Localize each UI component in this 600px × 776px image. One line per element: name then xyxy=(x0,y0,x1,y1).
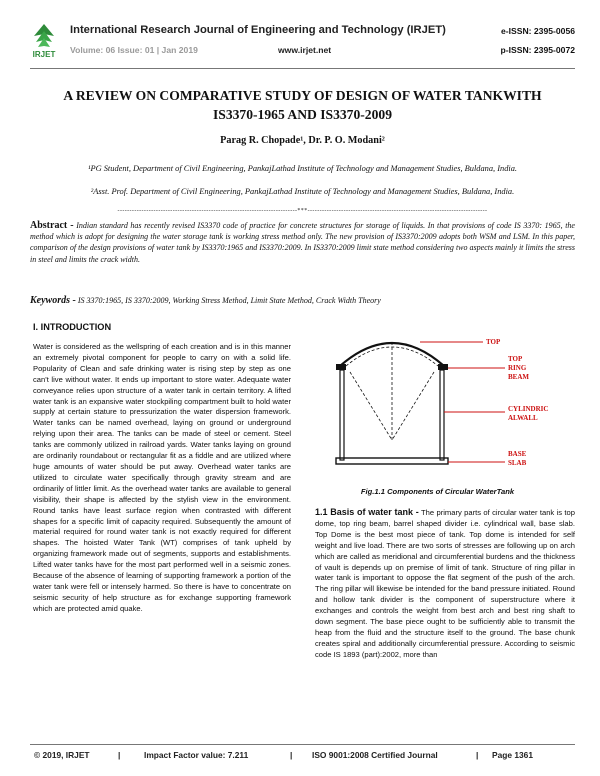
footer-iso: ISO 9001:2008 Certified Journal xyxy=(312,750,438,760)
label-slab-2: SLAB xyxy=(508,459,527,467)
footer-page-number: Page 1361 xyxy=(492,750,533,760)
ring-beam-left xyxy=(336,364,346,370)
footer-sep-3: | xyxy=(476,750,479,760)
label-slab-1: BASE xyxy=(508,450,527,458)
keywords-text: IS 3370:1965, IS 3370:2009, Working Stre… xyxy=(75,296,381,305)
figure-caption: Fig.1.1 Components of Circular WaterTank xyxy=(360,487,515,496)
abstract: Abstract - Indian standard has recently … xyxy=(30,220,575,265)
section-1-1-body: The primary parts of circular water tank… xyxy=(315,508,575,659)
title-line-1: A REVIEW ON COMPARATIVE STUDY OF DESIGN … xyxy=(63,88,542,103)
eissn: e-ISSN: 2395-0056 xyxy=(500,26,575,36)
label-wall-1: CYLINDRIC xyxy=(508,405,548,413)
abstract-text: Indian standard has recently revised IS3… xyxy=(30,221,575,264)
logo-text: IRJET xyxy=(33,50,56,59)
label-wall-2: ALWALL xyxy=(508,414,538,422)
introduction-section: I. INTRODUCTION Water is considered as t… xyxy=(33,322,291,615)
cylindrical-wall-right xyxy=(439,369,445,461)
ring-beam-right xyxy=(438,364,448,370)
base-slab xyxy=(335,457,449,465)
title-line-2: IS3370-1965 AND IS3370-2009 xyxy=(212,107,392,122)
authors: Parag R. Chopade¹, Dr. P. O. Modani² xyxy=(220,135,385,146)
label-ring-2: RING xyxy=(508,364,527,372)
introduction-text: Water is considered as the wellspring of… xyxy=(33,342,291,613)
pissn: p-ISSN: 2395-0072 xyxy=(500,45,575,55)
cylindrical-wall-left xyxy=(339,369,345,461)
label-top: TOP xyxy=(486,338,501,346)
section-1-1: 1.1 Basis of water tank - The primary pa… xyxy=(315,507,575,661)
affiliation-2: ²Asst. Prof. Department of Civil Enginee… xyxy=(90,187,515,196)
water-tank-figure: TOP TOP RING BEAM CYLINDRIC ALWALL BASE … xyxy=(335,338,548,467)
affiliation-1: ¹PG Student, Department of Civil Enginee… xyxy=(87,164,518,173)
footer-sep-2: | xyxy=(290,750,293,760)
label-ring-1: TOP xyxy=(508,355,523,363)
volume-issue: Volume: 06 Issue: 01 | Jan 2019 xyxy=(70,45,198,55)
paper-title: A REVIEW ON COMPARATIVE STUDY OF DESIGN … xyxy=(30,86,575,124)
introduction-heading: I. INTRODUCTION xyxy=(33,322,112,332)
keywords-label: Keywords - xyxy=(30,295,76,306)
footer-divider xyxy=(30,744,575,745)
irjet-logo: IRJET xyxy=(33,24,56,59)
dashed-left xyxy=(349,371,393,441)
footer-sep-1: | xyxy=(118,750,121,760)
footer-impact-factor: Impact Factor value: 7.211 xyxy=(144,750,249,760)
section-1-1-heading: 1.1 Basis of water tank - xyxy=(315,507,419,517)
abstract-label: Abstract - xyxy=(30,220,74,231)
header-divider xyxy=(30,68,575,69)
footer-copyright: © 2019, IRJET xyxy=(34,750,90,760)
section-1-1-text: 1.1 Basis of water tank - The primary pa… xyxy=(315,507,575,661)
website-link[interactable]: www.irjet.net xyxy=(278,45,332,55)
keywords: Keywords - IS 3370:1965, IS 3370:2009, W… xyxy=(30,295,575,306)
journal-header: IRJET International Research Journal of … xyxy=(30,22,575,66)
journal-title: International Research Journal of Engine… xyxy=(70,24,446,36)
separator-line: ----------------------------------------… xyxy=(117,208,488,214)
dashed-right xyxy=(391,371,435,441)
label-ring-3: BEAM xyxy=(508,373,529,381)
